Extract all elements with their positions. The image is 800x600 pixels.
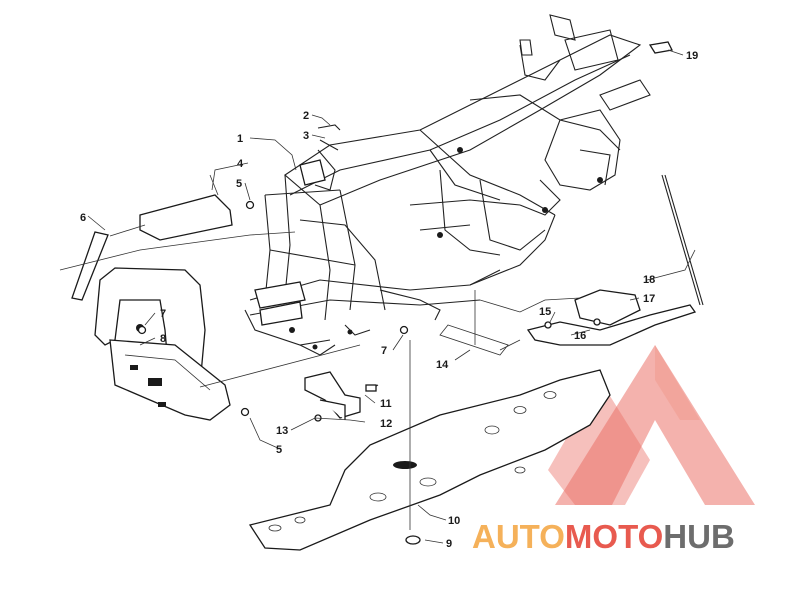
watermark-word: AUTOMOTOHUB — [472, 518, 735, 555]
callout-6: 6 — [80, 212, 86, 224]
watermark-hub: HUB — [663, 518, 735, 555]
part-4-bracket — [139, 174, 233, 241]
callout-16: 16 — [574, 330, 586, 342]
watermark-moto: MOTO — [565, 518, 663, 555]
callout-5-lower: 5 — [276, 444, 282, 456]
callout-19: 19 — [686, 50, 698, 62]
callout-11: 11 — [380, 398, 392, 410]
callout-8: 8 — [160, 333, 166, 345]
part-14-strip — [439, 324, 509, 356]
callout-3: 3 — [303, 130, 309, 142]
callout-14: 14 — [436, 359, 449, 371]
main-frame — [244, 14, 651, 356]
callout-9: 9 — [446, 538, 452, 550]
callout-18: 18 — [643, 274, 655, 286]
watermark-auto: AUTO — [472, 518, 565, 555]
part-9-grommet — [405, 535, 421, 545]
part-12-bracket — [304, 371, 379, 420]
front-bumper — [94, 267, 231, 421]
watermark-text: AUTOMOTOHUB — [472, 518, 735, 555]
callout-10: 10 — [448, 515, 460, 527]
leader-lines — [59, 49, 696, 544]
part-19-pad — [648, 41, 673, 54]
callout-4: 4 — [237, 158, 244, 170]
part-17-bracket — [526, 289, 697, 346]
callout-17: 17 — [643, 293, 655, 305]
callout-2: 2 — [303, 110, 309, 122]
part-2-clip — [317, 124, 341, 151]
part-6-strut — [71, 231, 109, 301]
part-18-rod — [661, 174, 704, 306]
callout-12: 12 — [380, 418, 392, 430]
callout-13: 13 — [276, 425, 288, 437]
callout-7-left: 7 — [160, 308, 166, 320]
callout-7-center: 7 — [381, 345, 387, 357]
skid-plate — [248, 369, 611, 551]
callout-labels: 1 2 3 4 5 5 6 7 7 8 9 10 11 12 13 14 15 … — [80, 50, 698, 550]
fasteners — [137, 200, 601, 422]
callout-5-upper: 5 — [236, 178, 242, 190]
callout-1: 1 — [237, 133, 243, 145]
callout-15: 15 — [539, 306, 551, 318]
watermark-logo — [548, 345, 755, 505]
